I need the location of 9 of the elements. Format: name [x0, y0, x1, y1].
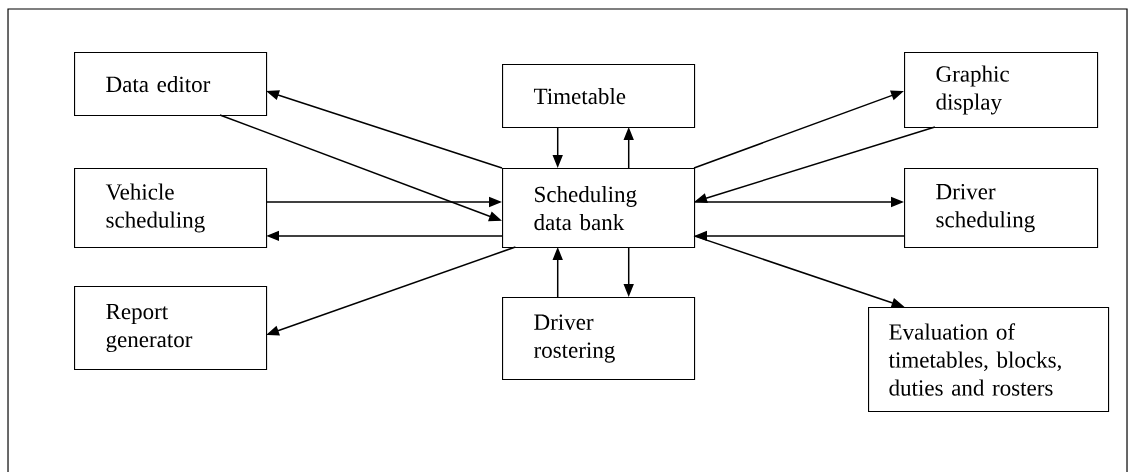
process-box: Driver scheduling: [904, 168, 1099, 249]
process-box: Report generator: [74, 286, 268, 371]
process-box: Driver rostering: [502, 297, 696, 381]
process-box: Graphic display: [904, 52, 1099, 129]
process-box: Scheduling data bank: [502, 168, 696, 249]
process-box: Evaluation of timetables, blocks, duties and rosters: [868, 307, 1110, 413]
process-box: Timetable: [502, 64, 696, 129]
process-box: Vehicle scheduling: [74, 168, 268, 249]
process-box: Data editor: [74, 52, 268, 117]
